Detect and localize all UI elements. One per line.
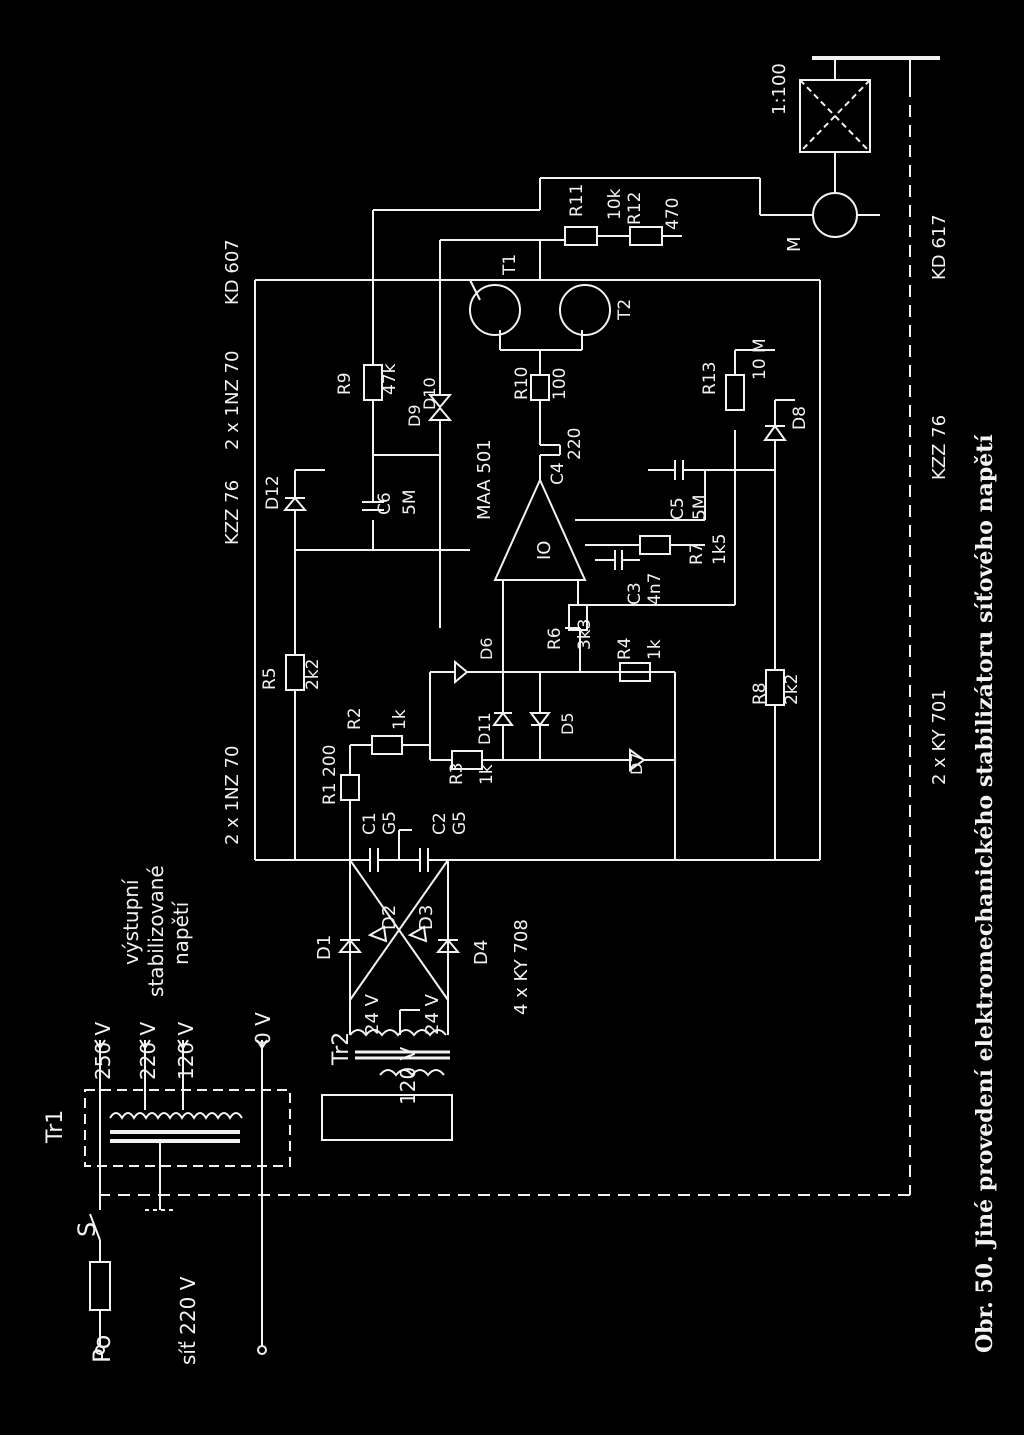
label-r10v: 100 [550, 368, 570, 400]
label-r3v: 1k [477, 764, 497, 785]
label-r3: R3 [447, 762, 467, 785]
label-d6: D6 [477, 638, 496, 661]
label-r10: R10 [512, 367, 532, 400]
label-sit: síť 220 V [176, 1276, 200, 1365]
label-d12: D12 [263, 475, 283, 510]
label-r11v: 10k [605, 188, 625, 220]
switch-s [89, 1213, 101, 1241]
label-c1: C1 [360, 812, 380, 835]
label-d7: D7 [627, 753, 646, 776]
tr2-winding-primary [379, 1069, 445, 1077]
label-r12v: 470 [663, 198, 683, 230]
label-bridge: 4 x KY 708 [511, 919, 532, 1015]
opamp-io [493, 477, 587, 581]
transistor-t1 [469, 284, 521, 336]
label-header4: KD 607 [222, 239, 243, 305]
label-r13v: 10 M [750, 338, 770, 380]
label-ic: MAA 501 [474, 439, 495, 520]
label-t1: T1 [500, 254, 520, 276]
label-footer2: KZZ 76 [929, 415, 950, 480]
label-c3v: 4n7 [645, 573, 665, 605]
label-c5v: 5M [690, 495, 710, 520]
diode-d3 [407, 925, 428, 943]
tr1-box [84, 1089, 291, 1167]
label-r4: R4 [615, 637, 635, 660]
label-tap250: 250 V [91, 1021, 115, 1080]
label-r5: R5 [260, 667, 280, 690]
label-r9v: 47k [380, 363, 400, 395]
label-r1: R1 200 [320, 745, 340, 805]
label-r6v: 3k3 [575, 619, 595, 650]
label-c4: C4 [548, 462, 568, 485]
label-r8: R8 [750, 682, 770, 705]
label-output2: stabilizované [144, 865, 168, 997]
tr2-primary [321, 1094, 453, 1141]
zener-d9 [427, 406, 453, 421]
label-footer1: 2 x KY 701 [929, 689, 950, 785]
label-output1: výstupní [119, 878, 143, 965]
label-c6: C6 [375, 492, 395, 515]
label-io: IO [534, 541, 555, 560]
label-c1v: G5 [380, 811, 400, 835]
label-tr1: Tr1 [43, 1110, 68, 1144]
diode-d2 [367, 925, 388, 943]
label-d9: D9 [405, 405, 424, 428]
label-s: S [73, 1222, 101, 1237]
label-d10: D10 [420, 377, 439, 410]
label-v120: 120 V [396, 1046, 420, 1105]
label-c3: C3 [625, 582, 645, 605]
label-r7: R7 [687, 542, 707, 565]
tr1-winding [109, 1112, 243, 1120]
label-d5: D5 [558, 713, 577, 736]
label-m: M [784, 236, 805, 252]
label-tap220: 220 V [136, 1021, 160, 1080]
label-d11: D11 [475, 712, 494, 745]
figure-caption: Obr. 50. Jiné provedení elektromechanick… [972, 434, 998, 1353]
diode-d1 [337, 938, 363, 953]
label-r5v: 2k2 [303, 659, 323, 690]
label-r11: R11 [567, 184, 587, 217]
label-d2: D2 [379, 905, 400, 930]
label-r6: R6 [545, 627, 565, 650]
label-r4v: 1k [645, 639, 665, 660]
label-r7v: 1k5 [710, 534, 730, 565]
label-header1: 2 x 1NZ 70 [222, 746, 243, 845]
label-r8v: 2k2 [782, 674, 802, 705]
label-r2v: 1k [390, 709, 410, 730]
label-c5: C5 [668, 497, 688, 520]
label-d3: D3 [416, 905, 437, 930]
zener-d6 [454, 659, 469, 685]
label-c4v: 220 [565, 428, 585, 460]
label-r9: R9 [335, 372, 355, 395]
tr2-winding-secondary [349, 1029, 447, 1037]
transistor-t2 [559, 284, 611, 336]
label-tap0: 0 V [251, 1012, 275, 1045]
label-c2: C2 [430, 812, 450, 835]
resistor-r4 [619, 662, 651, 682]
label-r2: R2 [345, 707, 365, 730]
zener-d7 [629, 748, 646, 772]
label-footer3: KD 617 [929, 214, 950, 280]
label-d1: D1 [314, 935, 335, 960]
label-output3: napětí [169, 900, 193, 965]
label-r12: R12 [625, 192, 645, 225]
label-r13: R13 [700, 362, 720, 395]
diode-d4 [435, 938, 461, 953]
label-d8: D8 [790, 406, 810, 430]
label-header3: 2 x 1NZ 70 [222, 351, 243, 450]
label-v24b: 24 V [422, 993, 443, 1035]
label-header2: KZZ 76 [222, 480, 243, 545]
label-po: Po [88, 1335, 116, 1363]
label-d4: D4 [471, 940, 492, 965]
label-ratio: 1:100 [769, 63, 790, 115]
label-tap120: 120 V [174, 1021, 198, 1080]
label-tr2: Tr2 [329, 1032, 354, 1066]
label-v24a: 24 V [362, 993, 383, 1035]
circuit-wiring [84, 56, 940, 1355]
label-c6v: 5M [400, 490, 420, 515]
label-c2v: G5 [450, 811, 470, 835]
label-t2: T2 [615, 299, 635, 321]
